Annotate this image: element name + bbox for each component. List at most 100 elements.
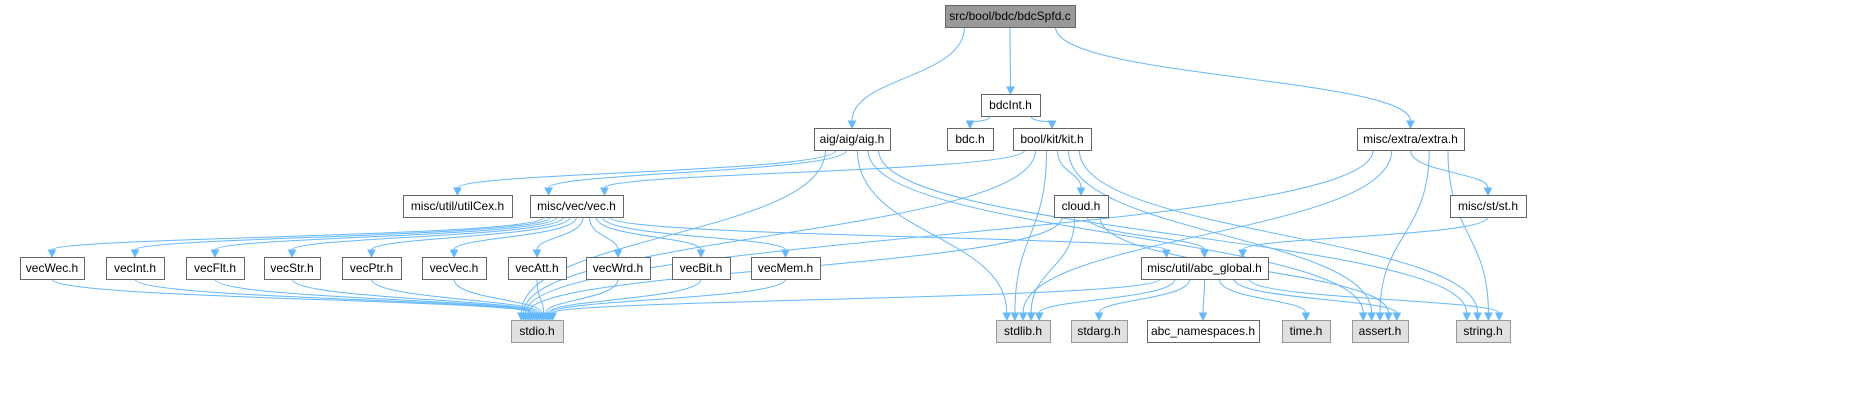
arrowhead-icon	[1198, 312, 1208, 322]
node-label: bdcInt.h	[989, 98, 1032, 112]
arrowhead-icon	[1002, 312, 1012, 322]
node-box	[403, 195, 513, 218]
node-box	[1013, 128, 1092, 151]
arrowhead-icon	[613, 249, 623, 259]
header-node-time: time.h	[1282, 320, 1331, 343]
arrowhead-icon	[1200, 249, 1209, 259]
arrowhead-icon	[1392, 312, 1402, 322]
header-node-vecwec[interactable]: vecWec.h	[20, 257, 85, 280]
node-label: vecMem.h	[758, 261, 813, 275]
edge-line	[595, 216, 702, 251]
edge-kit-to-stdlib	[1010, 149, 1048, 322]
edge-kit-to-string	[1078, 149, 1482, 322]
edge-vecMem-to-stdio	[546, 278, 786, 322]
header-node-bdc[interactable]: bdc.h	[947, 128, 994, 151]
header-node-extra[interactable]: misc/extra/extra.h	[1357, 128, 1465, 151]
edge-line	[371, 216, 571, 251]
node-box	[508, 257, 567, 280]
arrowhead-icon	[210, 249, 220, 259]
edge-vec-to-vecWrd	[589, 216, 623, 259]
edge-line	[1078, 149, 1479, 314]
header-node-kit[interactable]: bool/kit/kit.h	[1013, 128, 1092, 151]
header-node-assert: assert.h	[1352, 320, 1409, 343]
header-node-aig[interactable]: aig/aig/aig.h	[814, 128, 891, 151]
arrowhead-icon	[47, 249, 57, 259]
edge-st-to-abc_global	[1238, 216, 1489, 259]
edge-line	[523, 149, 1037, 314]
node-label: vecFlt.h	[194, 261, 236, 275]
header-node-vecvec[interactable]: vecVec.h	[422, 257, 487, 280]
edge-extra-to-string	[1447, 149, 1493, 322]
node-label: src/bool/bdc/bdcSpfd.c	[949, 9, 1070, 23]
node-label: misc/st/st.h	[1458, 199, 1518, 213]
header-node-vec[interactable]: misc/vec/vec.h	[530, 195, 624, 218]
arrowhead-icon	[1484, 312, 1493, 322]
arrowhead-icon	[1406, 120, 1415, 130]
header-node-vecflt[interactable]: vecFlt.h	[186, 257, 245, 280]
node-box	[945, 5, 1076, 28]
node-box	[422, 257, 487, 280]
edge-abc_global-to-abc_namespaces	[1198, 278, 1208, 322]
node-box	[530, 195, 624, 218]
node-box	[814, 128, 891, 151]
edge-line	[1233, 278, 1398, 314]
arrowhead-icon	[1494, 312, 1504, 322]
edge-vec-to-vecStr	[287, 216, 564, 259]
edge-abc_global-to-time	[1218, 278, 1311, 322]
header-node-vecatt[interactable]: vecAtt.h	[508, 257, 567, 280]
node-label: bool/kit/kit.h	[1020, 132, 1083, 146]
edge-line	[520, 149, 826, 314]
node-label: misc/util/abc_global.h	[1147, 261, 1262, 275]
header-node-bdcint[interactable]: bdcInt.h	[981, 94, 1041, 117]
edge-vec-to-vecMem	[602, 216, 790, 259]
node-box	[1450, 195, 1527, 218]
node-label: aig/aig/aig.h	[820, 132, 885, 146]
edge-line	[525, 149, 1374, 314]
node-box	[1357, 128, 1465, 151]
arrowhead-icon	[449, 249, 459, 259]
header-node-utilcex[interactable]: misc/util/utilCex.h	[403, 195, 513, 218]
edge-abc_global-to-string	[1248, 278, 1504, 322]
header-node-vecwrd[interactable]: vecWrd.h	[586, 257, 651, 280]
node-label: vecWec.h	[26, 261, 78, 275]
arrowhead-icon	[287, 249, 297, 259]
edges-layer	[47, 26, 1504, 322]
node-box	[1141, 257, 1269, 280]
edge-line	[1410, 149, 1489, 189]
arrowhead-icon	[1301, 312, 1311, 322]
arrowhead-icon	[1358, 312, 1368, 322]
edge-line	[1055, 26, 1411, 122]
arrowhead-icon	[532, 249, 542, 259]
header-node-cloud[interactable]: cloud.h	[1054, 195, 1109, 218]
edge-vecInt-to-stdio	[134, 278, 537, 322]
header-node-st[interactable]: misc/st/st.h	[1450, 195, 1527, 218]
header-node-abc-global[interactable]: misc/util/abc_global.h	[1141, 257, 1269, 280]
node-label: time.h	[1290, 324, 1323, 338]
edge-abc_global-to-stdlib	[1034, 278, 1176, 322]
edge-cloud-to-abc_global	[1086, 216, 1209, 259]
header-node-vecmem[interactable]: vecMem.h	[751, 257, 821, 280]
header-node-vecstr[interactable]: vecStr.h	[264, 257, 321, 280]
node-label: stdio.h	[519, 324, 554, 338]
edge-extra-to-stdlib	[1018, 149, 1393, 322]
node-box	[1282, 320, 1331, 343]
edge-line	[291, 278, 538, 314]
edge-vec-to-vecWec	[47, 216, 545, 259]
arrowhead-icon	[1473, 312, 1482, 322]
arrowhead-icon	[965, 120, 975, 130]
node-box	[342, 257, 402, 280]
arrowhead-icon	[696, 249, 706, 259]
node-box	[586, 257, 651, 280]
header-node-abc-namespaces[interactable]: abc_namespaces.h	[1147, 320, 1260, 343]
edge-bdcInt-to-bdc	[965, 115, 991, 130]
header-node-vecint[interactable]: vecInt.h	[106, 257, 165, 280]
arrowhead-icon	[1006, 86, 1015, 96]
root-file-node[interactable]: src/bool/bdc/bdcSpfd.c	[945, 5, 1076, 28]
arrowhead-icon	[781, 249, 790, 259]
header-node-vecbit[interactable]: vecBit.h	[672, 257, 731, 280]
edge-line	[878, 149, 1468, 314]
edge-line	[1248, 278, 1500, 314]
header-node-vecptr[interactable]: vecPtr.h	[342, 257, 402, 280]
node-box	[106, 257, 165, 280]
header-node-stdio: stdio.h	[511, 320, 564, 343]
